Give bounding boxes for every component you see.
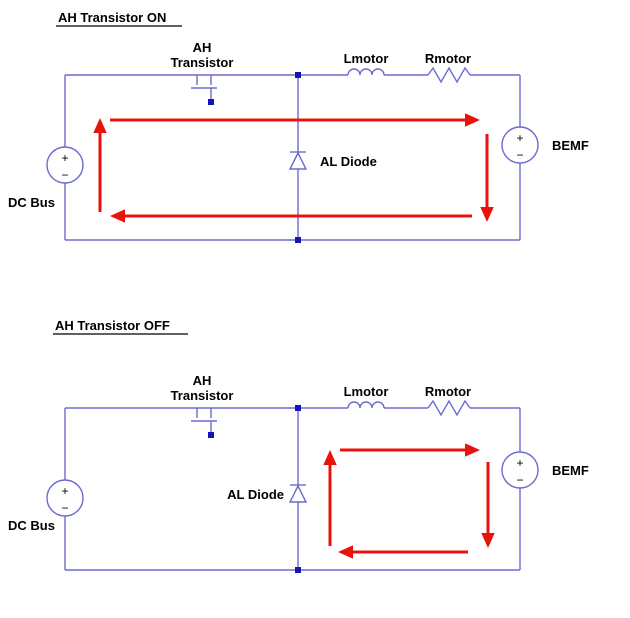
minus-sign: − xyxy=(61,168,68,182)
bemf-source: + − xyxy=(501,451,539,489)
minus-sign: − xyxy=(516,148,523,162)
plus-sign: + xyxy=(61,484,68,498)
gate-terminal-dot xyxy=(208,432,214,438)
current-flow-arrows xyxy=(323,443,495,559)
dc-bus-label: DC Bus xyxy=(8,195,55,210)
diode-label: AL Diode xyxy=(320,154,377,169)
mosfet-symbol xyxy=(191,408,217,438)
resistor-symbol xyxy=(427,66,471,84)
resistor-symbol xyxy=(427,399,471,417)
inductor-symbol xyxy=(347,68,385,76)
diagram-title: AH Transistor OFF xyxy=(55,318,170,333)
inductor-symbol xyxy=(347,401,385,409)
gate-terminal-dot xyxy=(208,99,214,105)
transistor-label-line2: Transistor xyxy=(171,55,234,70)
minus-sign: − xyxy=(516,473,523,487)
junction-dot xyxy=(295,567,301,573)
transistor-label-line1: AH xyxy=(193,40,212,55)
diagram-ah-transistor-off: AH Transistor OFF + xyxy=(8,318,589,573)
plus-sign: + xyxy=(516,456,523,470)
diagram-title: AH Transistor ON xyxy=(58,10,166,25)
resistor-label: Rmotor xyxy=(425,384,471,399)
minus-sign: − xyxy=(61,501,68,515)
inductor-label: Lmotor xyxy=(344,384,389,399)
junction-dot xyxy=(295,405,301,411)
dc-bus-label: DC Bus xyxy=(8,518,55,533)
diode-symbol xyxy=(288,151,308,170)
bemf-label: BEMF xyxy=(552,138,589,153)
transistor-label-line2: Transistor xyxy=(171,388,234,403)
diode-symbol xyxy=(288,484,308,503)
junction-dot xyxy=(295,237,301,243)
inductor-label: Lmotor xyxy=(344,51,389,66)
bemf-source: + − xyxy=(501,126,539,164)
diode-label: AL Diode xyxy=(227,487,284,502)
current-flow-arrows xyxy=(93,113,494,223)
circuit-wires xyxy=(64,407,521,571)
dc-bus-source: + − xyxy=(46,479,84,517)
dc-bus-source: + − xyxy=(46,146,84,184)
transistor-label-line1: AH xyxy=(193,373,212,388)
plus-sign: + xyxy=(516,131,523,145)
diagram-ah-transistor-on: AH Transistor ON + xyxy=(8,10,589,243)
resistor-label: Rmotor xyxy=(425,51,471,66)
mosfet-symbol xyxy=(191,75,217,105)
junction-dot xyxy=(295,72,301,78)
bemf-label: BEMF xyxy=(552,463,589,478)
plus-sign: + xyxy=(61,151,68,165)
